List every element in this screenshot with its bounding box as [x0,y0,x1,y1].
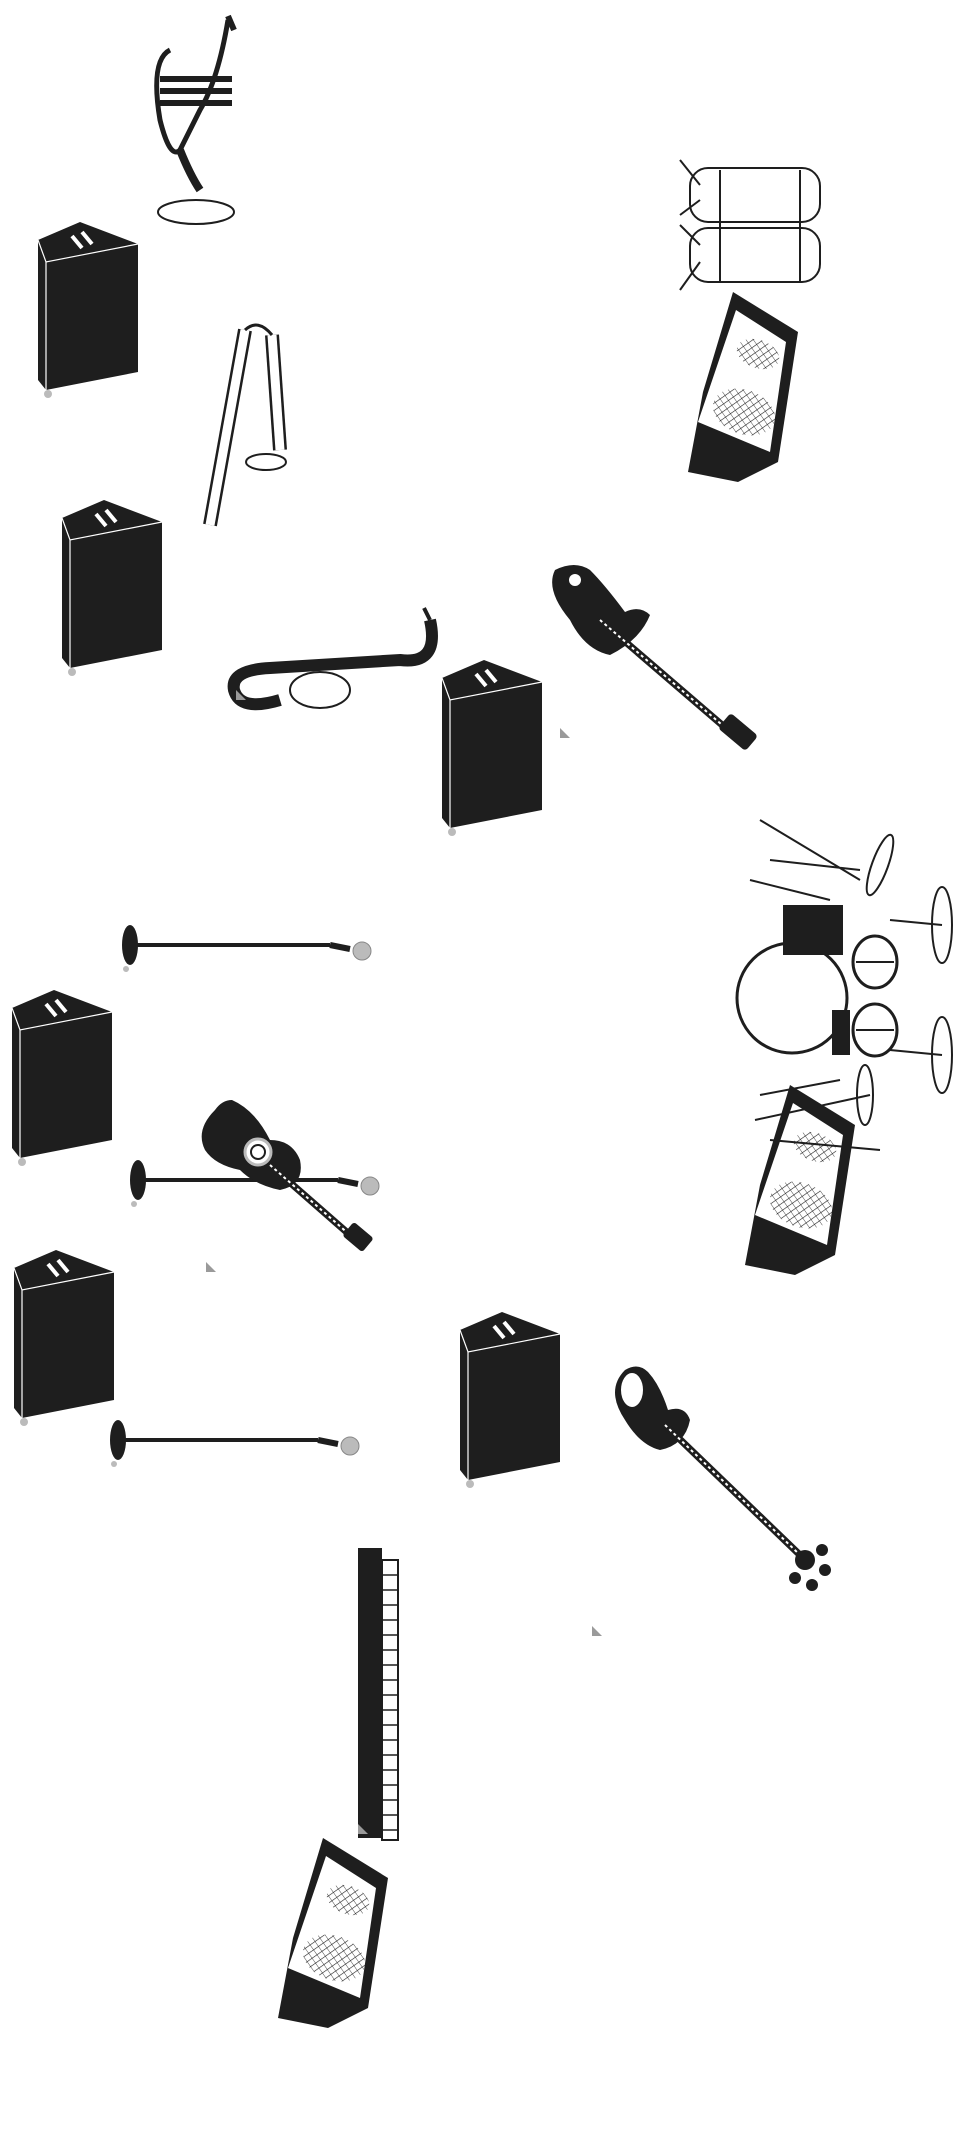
amp-icon [12,990,112,1166]
mic-stand-icon [110,1420,359,1467]
bass-guitar-icon [615,1366,831,1591]
di-box-icon [206,1262,216,1272]
amp-icon [38,222,138,398]
amp-icon [62,500,162,676]
monitor-icon [688,292,798,482]
trombone-icon [210,325,286,525]
di-box-icon [560,728,570,738]
mic-stand-icon [122,925,371,972]
monitor-icon [745,1085,855,1275]
conga-icon [680,160,820,290]
saxophone-icon [234,608,432,708]
acoustic-guitar-icon [202,1100,374,1252]
amp-icon [442,660,542,836]
amp-icon [14,1250,114,1426]
di-box-icon [592,1626,602,1636]
amp-icon [460,1312,560,1488]
trumpet-icon [157,16,234,224]
drum-kit-icon [737,820,952,1150]
monitor-icon [278,1838,388,2028]
electric-guitar-icon [552,565,758,751]
keyboard-icon [358,1548,398,1840]
